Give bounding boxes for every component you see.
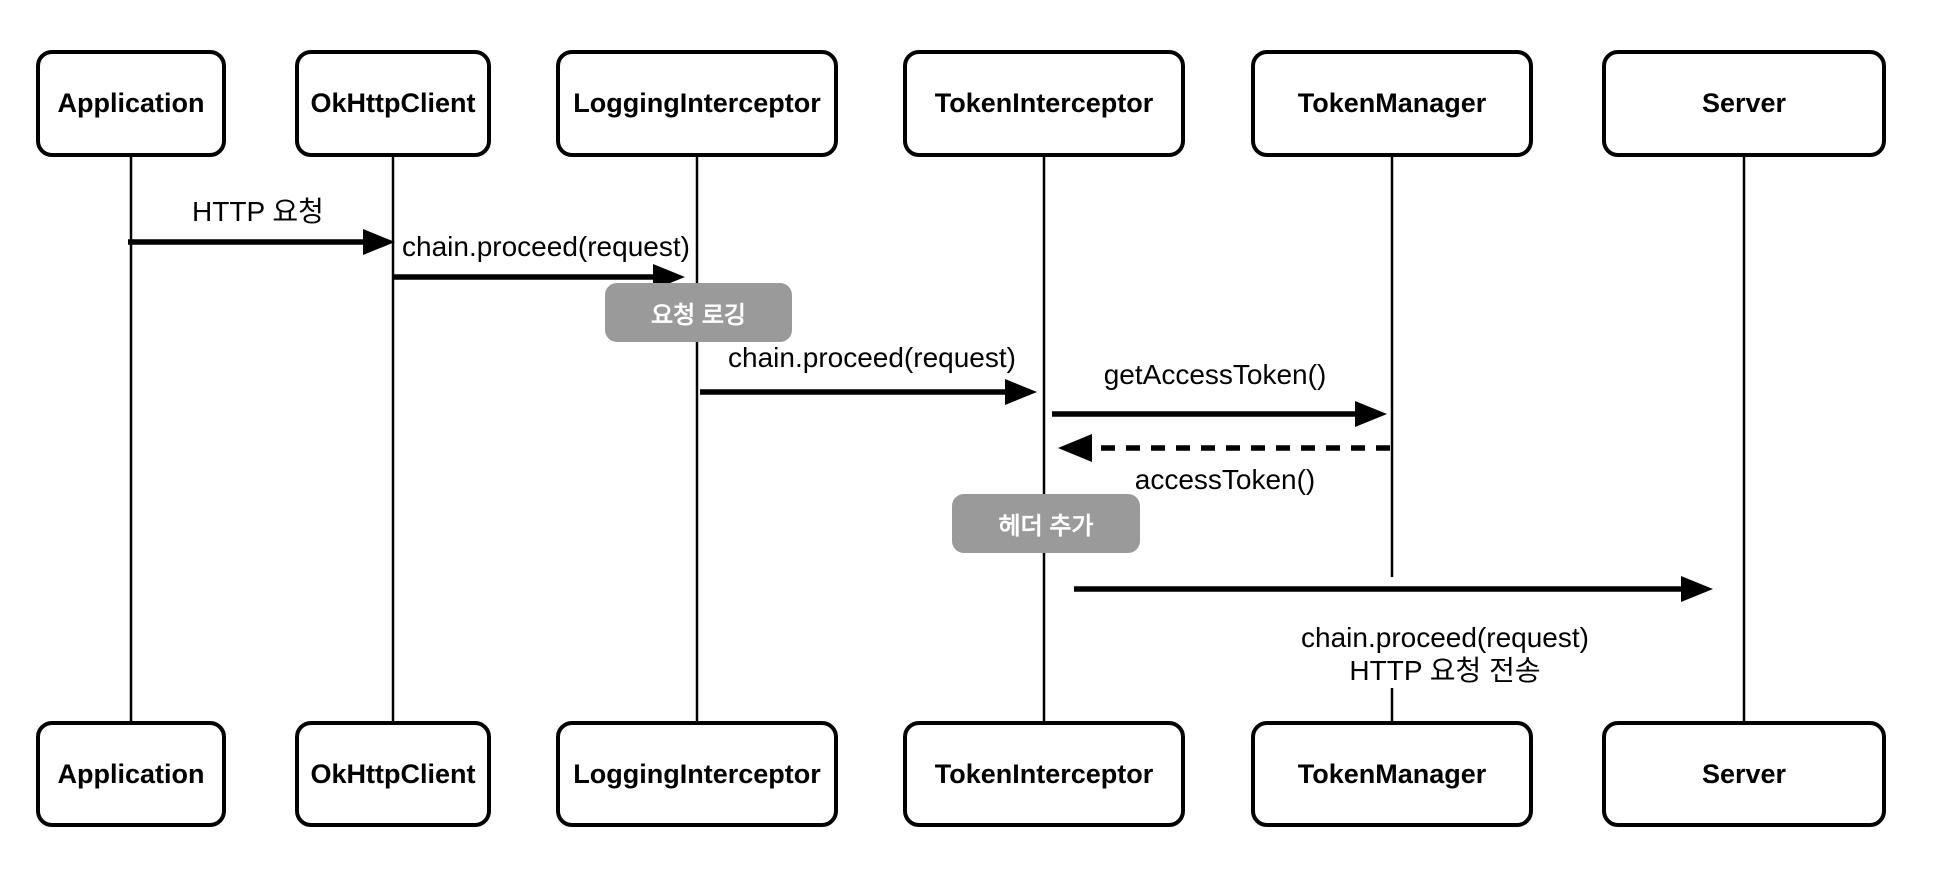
participant-label: LoggingInterceptor [573, 758, 821, 789]
participant-top-application: Application [36, 50, 226, 157]
participant-label: Server [1701, 758, 1787, 789]
message-label-chain-proceed-1: chain.proceed(request) [402, 231, 690, 262]
note-request-logging: 요청 로깅 [605, 283, 792, 342]
participant-label: OkHttpClient [310, 758, 476, 789]
participant-label: Server [1701, 88, 1787, 118]
participant-bottom-okhttpclient: OkHttpClient [295, 721, 491, 827]
participant-label: LoggingInterceptor [573, 88, 821, 118]
participant-label: TokenManager [1297, 88, 1487, 118]
message-label-http-send-line2: HTTP 요청 전송 [1349, 655, 1541, 686]
participant-label: TokenInterceptor [934, 88, 1154, 118]
participant-top-tokenmanager: TokenManager [1251, 50, 1533, 157]
participant-label: Application [57, 88, 205, 118]
message-arrow-access-token-return [1058, 434, 1390, 462]
message-label-http-send: chain.proceed(request) HTTP 요청 전송 [1301, 621, 1589, 687]
message-label-access-token: accessToken() [1134, 464, 1316, 495]
message-label-get-access-token: getAccessToken() [1103, 359, 1327, 390]
participant-bottom-tokenmanager: TokenManager [1251, 721, 1533, 827]
message-label-http-request: HTTP 요청 [192, 196, 324, 227]
participant-top-server: Server [1602, 50, 1886, 157]
note-label: 요청 로깅 [651, 302, 746, 329]
participant-top-logginginterceptor: LoggingInterceptor [556, 50, 838, 157]
note-add-header: 헤더 추가 [952, 494, 1140, 553]
participant-label: TokenInterceptor [934, 758, 1154, 789]
participant-label: OkHttpClient [310, 88, 476, 118]
message-label-http-send-line1: chain.proceed(request) [1301, 622, 1589, 653]
message-arrow-get-access-token [1052, 401, 1387, 427]
participant-bottom-logginginterceptor: LoggingInterceptor [556, 721, 838, 827]
participant-label: Application [57, 758, 205, 789]
participant-bottom-application: Application [36, 721, 226, 827]
message-arrow-http-send [1074, 576, 1713, 602]
message-label-chain-proceed-2: chain.proceed(request) [728, 342, 1016, 373]
participant-bottom-tokeninterceptor: TokenInterceptor [903, 721, 1185, 827]
note-label: 헤더 추가 [998, 513, 1094, 540]
message-arrow-chain-proceed-2 [700, 379, 1037, 405]
participant-label: TokenManager [1297, 758, 1487, 789]
participant-bottom-server: Server [1602, 721, 1886, 827]
message-arrow-http-request [128, 229, 395, 255]
participant-top-okhttpclient: OkHttpClient [295, 50, 491, 157]
participant-top-tokeninterceptor: TokenInterceptor [903, 50, 1185, 157]
